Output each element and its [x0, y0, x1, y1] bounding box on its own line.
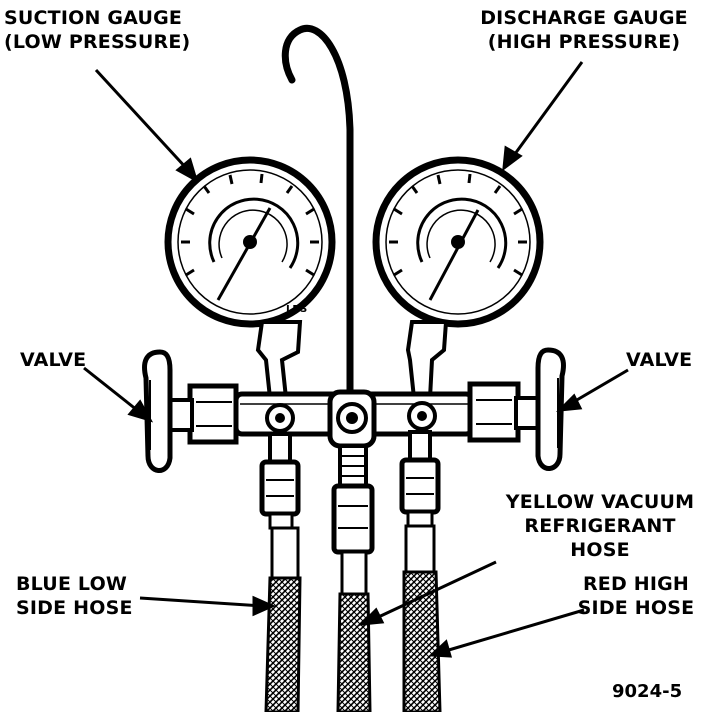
left-valve	[142, 349, 239, 473]
discharge-gauge	[372, 156, 544, 328]
figure-number: 9024-5	[612, 681, 683, 702]
discharge-gauge-label: DISCHARGE GAUGE (HIGH PRESSURE)	[480, 7, 688, 53]
hanger-hook	[281, 24, 354, 399]
discharge-gauge-stem	[405, 320, 449, 400]
svg-text:LBS: LBS	[286, 304, 307, 315]
blue-low-side-hose	[264, 576, 302, 712]
blue-hose-label: BLUE LOW SIDE HOSE	[16, 573, 133, 619]
right-valve-label: VALVE	[626, 349, 693, 371]
leader-arrows	[83, 61, 629, 658]
left-valve-label: VALVE	[20, 349, 87, 371]
braided-hoses	[264, 570, 442, 712]
suction-gauge-stem	[255, 320, 303, 400]
yellow-hose-label: YELLOW VACUUM REFRIGERANT HOSE	[505, 491, 695, 561]
red-hose-label: RED HIGH SIDE HOSE	[577, 573, 695, 619]
suction-gauge: LBS	[164, 156, 336, 328]
suction-gauge-label: SUCTION GAUGE (LOW PRESSURE)	[4, 7, 191, 53]
right-valve	[467, 347, 566, 471]
yellow-vacuum-hose	[336, 592, 372, 712]
red-high-side-hose	[402, 570, 442, 712]
hose-fittings	[259, 430, 441, 596]
